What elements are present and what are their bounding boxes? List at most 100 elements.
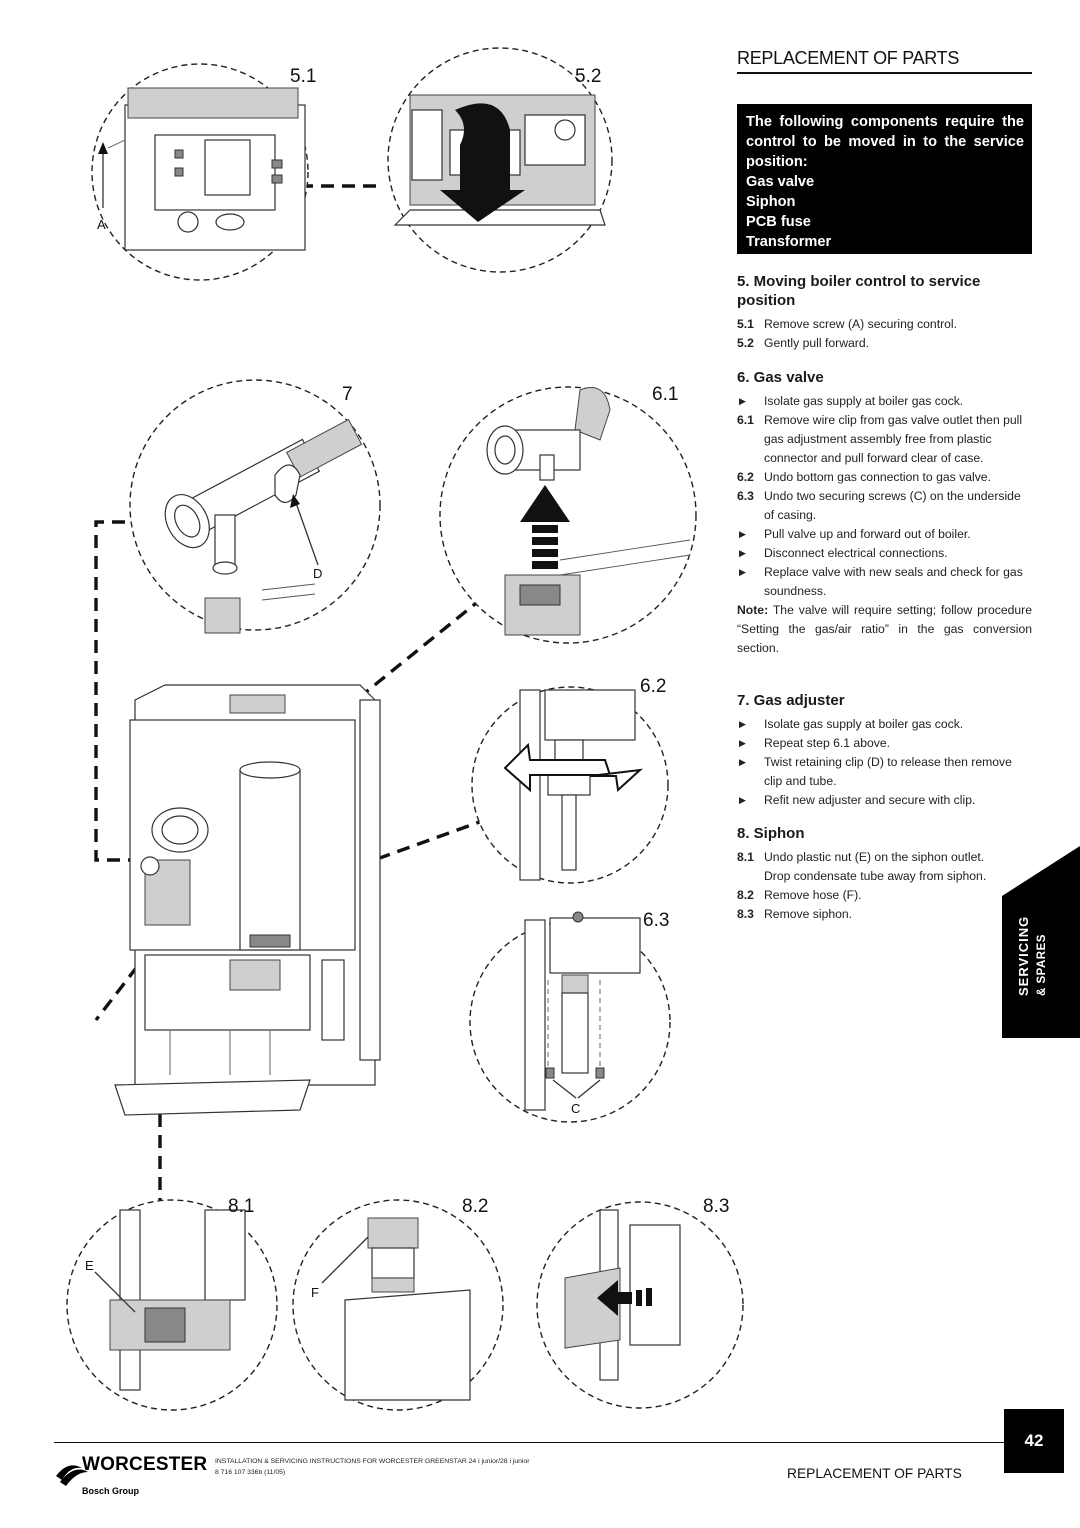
label-d: D: [313, 566, 322, 581]
figure-8-3: 8.3: [536, 1196, 744, 1409]
figure-8-1: E 8.1: [66, 1196, 278, 1411]
bullet-icon: ▶: [739, 548, 746, 558]
label-f: F: [311, 1285, 319, 1300]
figure-5-1: A 5.1: [91, 63, 316, 281]
note-box-intro: The following components require the con…: [746, 114, 1024, 170]
illustration-area: A 5.1 5.2 D 7: [66, 47, 744, 1411]
brand-name: WORCESTER: [82, 1454, 208, 1475]
section-siphon: 8. Siphon 8.1 Undo plastic nut (E) on the…: [737, 824, 1009, 924]
step-text: Twist retaining clip (D) to release then…: [764, 755, 1012, 788]
figure-6-2: 6.2: [471, 676, 669, 884]
step-item: ▶ Isolate gas supply at boiler gas cock.: [737, 715, 1032, 734]
section-title: 5. Moving boiler control to service posi…: [737, 273, 981, 309]
figure-6-1: 6.1: [439, 384, 697, 644]
step-number: 8.1: [737, 850, 754, 864]
step-text: Remove screw (A) securing control.: [764, 317, 958, 331]
section-gas-valve: 6. Gas valve ▶ Isolate gas supply at boil…: [737, 368, 1032, 658]
figure-label-7: 7: [342, 384, 353, 405]
step-text: Undo bottom gas connection to gas valve.: [764, 470, 991, 484]
page-header-title: REPLACEMENT OF PARTS: [737, 48, 1032, 74]
note-text: The valve will require setting; follow p…: [737, 603, 1032, 655]
page-number: 42: [1004, 1409, 1064, 1473]
document-code: 8 716 107 336b (11/05): [215, 1469, 286, 1476]
bullet-icon: ▶: [739, 795, 746, 805]
section-gas-adjuster: 7. Gas adjuster ▶ Isolate gas supply at b…: [737, 691, 1032, 810]
step-number: 8.3: [737, 907, 754, 921]
step-item: 8.1 Undo plastic nut (E) on the siphon ou…: [737, 848, 1009, 886]
figure-label-5-1: 5.1: [290, 66, 316, 87]
step-text: Isolate gas supply at boiler gas cock.: [764, 394, 964, 408]
figure-label-6-2: 6.2: [640, 676, 666, 697]
step-item: ▶ Twist retaining clip (D) to release the…: [737, 753, 1032, 791]
note-box-item: PCB fuse: [746, 214, 811, 230]
worcester-logo-icon: [56, 1465, 88, 1486]
step-number: 6.2: [737, 470, 754, 484]
step-item: 5.2 Gently pull forward.: [737, 334, 1032, 353]
bullet-icon: ▶: [739, 396, 746, 406]
figure-label-6-1: 6.1: [652, 384, 678, 405]
bullet-icon: ▶: [739, 719, 746, 729]
note-box-item: Siphon: [746, 194, 796, 210]
service-position-note-box: The following components require the con…: [737, 104, 1032, 254]
note-label: Note:: [737, 603, 769, 617]
step-number: 5.1: [737, 317, 754, 331]
figure-label-8-2: 8.2: [462, 1196, 488, 1217]
brand-group: Bosch Group: [82, 1486, 140, 1496]
step-text: Undo two securing screws (C) on the unde…: [764, 489, 1021, 522]
step-text: Pull valve up and forward out of boiler.: [764, 527, 971, 541]
step-item: ▶ Repeat step 6.1 above.: [737, 734, 1032, 753]
step-item: ▶ Refit new adjuster and secure with clip…: [737, 791, 1032, 810]
footer-divider: [54, 1442, 1004, 1443]
bullet-icon: ▶: [739, 757, 746, 767]
note-box-item: Gas valve: [746, 174, 815, 190]
section-title: 8. Siphon: [737, 825, 805, 842]
figure-label-8-3: 8.3: [703, 1196, 729, 1217]
step-number: 6.3: [737, 489, 754, 503]
step-text: Remove siphon.: [764, 907, 853, 921]
step-text: Gently pull forward.: [764, 336, 869, 350]
step-text: Undo plastic nut (E) on the siphon outle…: [764, 850, 987, 883]
side-tab-sublabel: & SPARES: [1036, 934, 1048, 996]
boiler-main-view: [114, 684, 381, 1116]
step-text: Remove wire clip from gas valve outlet t…: [764, 413, 1023, 465]
step-item: 8.3 Remove siphon.: [737, 905, 1009, 924]
figure-label-5-2: 5.2: [575, 66, 601, 87]
note-box-item: Transformer: [746, 234, 832, 250]
step-number: 6.1: [737, 413, 754, 427]
bullet-icon: ▶: [739, 738, 746, 748]
figure-label-8-1: 8.1: [228, 1196, 254, 1217]
note-paragraph: Note: The valve will require setting; fo…: [737, 601, 1032, 658]
figure-label-6-3: 6.3: [643, 910, 669, 931]
step-item: 6.1 Remove wire clip from gas valve outle…: [737, 411, 1032, 468]
step-item: 6.3 Undo two securing screws (C) on the u…: [737, 487, 1032, 525]
section-title: 6. Gas valve: [737, 369, 824, 386]
label-a: A: [97, 217, 106, 232]
step-item: 5.1 Remove screw (A) securing control.: [737, 315, 1032, 334]
step-text: Remove hose (F).: [764, 888, 862, 902]
step-number: 5.2: [737, 336, 754, 350]
step-text: Disconnect electrical connections.: [764, 546, 948, 560]
section-title: 7. Gas adjuster: [737, 692, 845, 709]
figure-6-3: C 6.3: [469, 910, 671, 1123]
figure-8-2: F 8.2: [292, 1196, 504, 1411]
step-item: ▶Pull valve up and forward out of boiler…: [737, 525, 1032, 544]
figure-7: D 7: [129, 379, 381, 634]
step-text: Repeat step 6.1 above.: [764, 736, 891, 750]
document-title: INSTALLATION & SERVICING INSTRUCTIONS FO…: [215, 1458, 530, 1465]
step-item: ▶ Replace valve with new seals and check …: [737, 563, 1032, 601]
label-e: E: [85, 1258, 94, 1273]
step-item: 6.2 Undo bottom gas connection to gas val…: [737, 468, 1032, 487]
section-moving-boiler-control: 5. Moving boiler control to service posi…: [737, 272, 1032, 353]
step-item: 8.2 Remove hose (F).: [737, 886, 1009, 905]
label-c: C: [571, 1101, 580, 1116]
step-item: ▶ Disconnect electrical connections.: [737, 544, 1032, 563]
section-side-tab: SERVICING & SPARES: [1002, 846, 1080, 1038]
step-item: ▶ Isolate gas supply at boiler gas cock.: [737, 392, 1032, 411]
step-text: Refit new adjuster and secure with clip.: [764, 793, 976, 807]
bullet-icon: ▶: [739, 567, 746, 577]
step-number: 8.2: [737, 888, 754, 902]
figure-5-2: 5.2: [387, 47, 613, 273]
step-text: Replace valve with new seals and check f…: [764, 565, 1023, 598]
footer-section-title: REPLACEMENT OF PARTS: [787, 1466, 962, 1481]
step-text: Isolate gas supply at boiler gas cock.: [764, 717, 964, 731]
